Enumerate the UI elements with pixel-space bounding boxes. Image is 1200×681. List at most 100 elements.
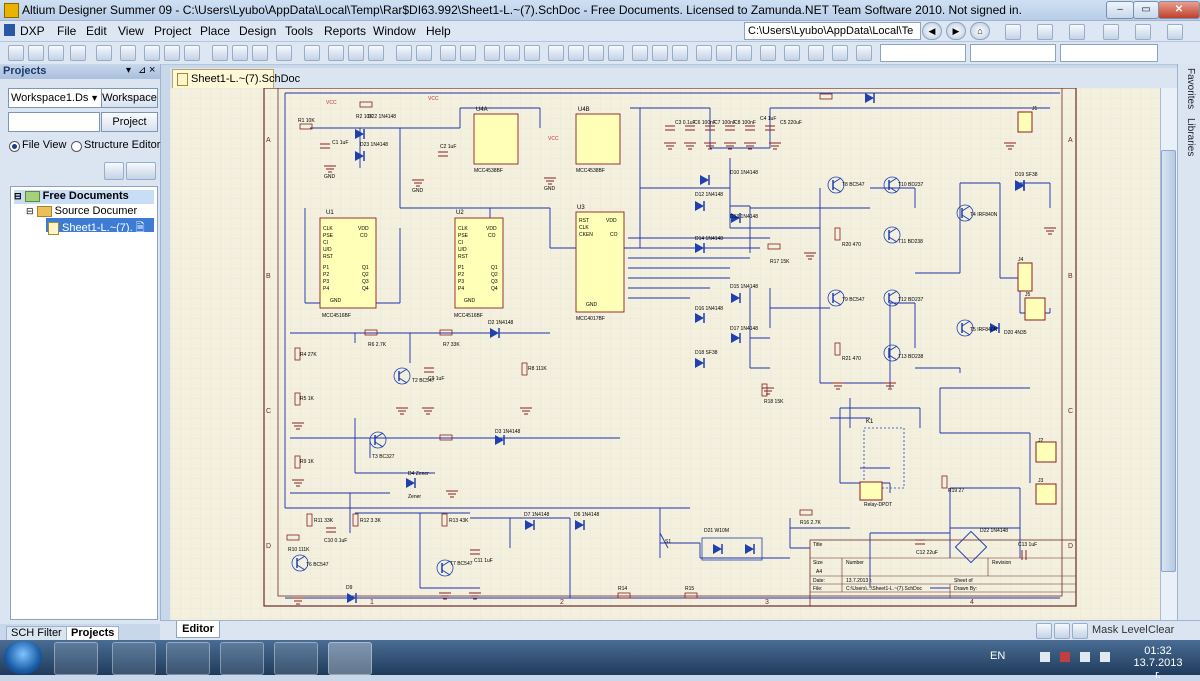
browse-icon[interactable] xyxy=(120,45,136,61)
save-icon[interactable] xyxy=(48,45,64,61)
move-icon[interactable] xyxy=(328,45,344,61)
workspace-combo[interactable]: Workspace1.Ds▼ xyxy=(8,88,102,108)
place-sheet-entry-icon[interactable] xyxy=(652,45,668,61)
clear-button[interactable]: Clear xyxy=(1148,624,1175,636)
place-net-label-icon[interactable] xyxy=(548,45,564,61)
panel-close-icon[interactable]: × xyxy=(149,64,156,76)
menu-help[interactable]: Help xyxy=(426,24,451,38)
hierarchy-icon[interactable] xyxy=(440,45,456,61)
selection-combo[interactable] xyxy=(970,44,1056,62)
place-vcc-icon[interactable] xyxy=(588,45,604,61)
menu-edit[interactable]: Edit xyxy=(86,24,107,38)
place-signal-icon[interactable] xyxy=(832,45,848,61)
ic-u3[interactable]: U3 MCC4017BF RST CLK CKEN CO VDD GND xyxy=(575,205,625,322)
close-button[interactable]: ✕ xyxy=(1158,1,1200,19)
explorer-icon[interactable] xyxy=(112,642,156,675)
tab-libraries[interactable]: Libraries xyxy=(1185,118,1196,157)
ic-u4b[interactable]: U4B MCC4538BF xyxy=(575,107,621,174)
utorrent-icon[interactable] xyxy=(220,642,264,675)
ic-u2[interactable]: U2 MCC4516BF CLK PSE CI U/D RST P1 P2 P3… xyxy=(454,210,504,319)
minimize-button[interactable]: – xyxy=(1106,1,1134,19)
redo-icon[interactable] xyxy=(416,45,432,61)
bus-tool-icon[interactable] xyxy=(1037,24,1053,40)
open-icon[interactable] xyxy=(28,45,44,61)
grid-tool-icon[interactable] xyxy=(1167,24,1183,40)
structure-editor-radio[interactable] xyxy=(71,141,82,152)
menu-reports[interactable]: Reports xyxy=(324,24,367,38)
file-view-radio[interactable] xyxy=(9,141,20,152)
ic-u4a[interactable]: U4A MCC4538BF xyxy=(473,107,519,174)
cross-probe-icon[interactable] xyxy=(460,45,476,61)
firefox-icon[interactable] xyxy=(166,642,210,675)
project-field[interactable] xyxy=(8,112,100,132)
mask-level-button[interactable]: Mask Level xyxy=(1092,624,1148,636)
place-connector-icon[interactable] xyxy=(808,45,824,61)
menu-view[interactable]: View xyxy=(118,24,144,38)
no-erc-cross-icon[interactable] xyxy=(856,45,872,61)
tab-projects[interactable]: Projects xyxy=(66,626,120,641)
place-no-erc-icon[interactable] xyxy=(696,45,712,61)
clear-filter-icon[interactable] xyxy=(368,45,384,61)
zoom-fit-icon[interactable] xyxy=(144,45,160,61)
place-part-icon[interactable] xyxy=(608,45,624,61)
panel-menu-icon[interactable]: ▾ xyxy=(126,65,132,76)
vertical-scroll-thumb[interactable] xyxy=(1161,150,1176,572)
tree-root[interactable]: ⊟ Free Documents xyxy=(14,190,129,202)
schematic-canvas[interactable]: A B C D A B C D 1 2 3 4 xyxy=(170,88,1160,620)
place-text-icon[interactable] xyxy=(716,45,732,61)
signal-icon[interactable] xyxy=(1080,652,1090,662)
refresh-icon[interactable] xyxy=(104,162,124,180)
ic-u1[interactable]: U1 MCC4516BF CLK PSE CI U/D RST P1 P2 P3… xyxy=(319,210,377,319)
place-wire-icon[interactable] xyxy=(484,45,500,61)
clock[interactable]: 01:32 13.7.2013 г. xyxy=(1130,645,1186,681)
language-indicator[interactable]: EN xyxy=(990,650,1006,662)
mask-icon[interactable] xyxy=(1072,623,1088,639)
skype-icon[interactable] xyxy=(274,642,318,675)
flag-icon[interactable] xyxy=(1040,652,1050,662)
tab-favorites[interactable]: Favorites xyxy=(1185,68,1196,110)
volume-icon[interactable] xyxy=(1100,652,1110,662)
schematic-drawing[interactable]: A B C D A B C D 1 2 3 4 xyxy=(170,88,1160,620)
view-combo[interactable] xyxy=(1060,44,1158,62)
new-icon[interactable] xyxy=(8,45,24,61)
paste-icon[interactable] xyxy=(252,45,268,61)
menu-project[interactable]: Project xyxy=(154,24,192,38)
tree-sheet-item[interactable]: Sheet1-L.~(7). 🗎 xyxy=(48,219,145,238)
port-tool-icon[interactable] xyxy=(1135,24,1151,40)
copy-icon[interactable] xyxy=(232,45,248,61)
project-button[interactable]: Project xyxy=(101,112,158,132)
tree-source-documents[interactable]: ⊟ Source Documer xyxy=(26,205,137,217)
menu-tools[interactable]: Tools xyxy=(285,24,314,38)
place-harness-icon[interactable] xyxy=(784,45,800,61)
undo-icon[interactable] xyxy=(396,45,412,61)
place-sheet-icon[interactable] xyxy=(632,45,648,61)
print-icon[interactable] xyxy=(70,45,86,61)
place-junction-icon[interactable] xyxy=(760,45,776,61)
place-gnd-icon[interactable] xyxy=(568,45,584,61)
menu-file[interactable]: File xyxy=(57,24,77,38)
back-icon[interactable]: ◀ xyxy=(922,22,942,40)
editor-tab[interactable]: Editor xyxy=(176,621,220,638)
filter-icon[interactable] xyxy=(1054,623,1070,639)
maximize-button[interactable]: ▭ xyxy=(1133,1,1159,19)
power-tool-icon[interactable] xyxy=(1103,24,1119,40)
print-preview-icon[interactable] xyxy=(96,45,112,61)
rubber-stamp-icon[interactable] xyxy=(276,45,292,61)
filter-combo[interactable] xyxy=(880,44,966,62)
panel-options-icon[interactable] xyxy=(126,162,156,180)
path-combo[interactable]: C:\Users\Lyubo\AppData\Local\Te xyxy=(744,22,921,40)
menu-place[interactable]: Place xyxy=(200,24,231,38)
media-player-icon[interactable] xyxy=(54,642,98,675)
place-port-icon[interactable] xyxy=(672,45,688,61)
place-bus-entry-icon[interactable] xyxy=(524,45,540,61)
menu-design[interactable]: Design xyxy=(239,24,277,38)
place-bus-icon[interactable] xyxy=(504,45,520,61)
wire-tool-icon[interactable] xyxy=(1005,24,1021,40)
start-button[interactable] xyxy=(4,641,42,674)
zoom-area-icon[interactable] xyxy=(164,45,180,61)
menu-dxp[interactable]: DXP xyxy=(20,24,45,38)
place-directive-icon[interactable] xyxy=(736,45,752,61)
workspace-button[interactable]: Workspace xyxy=(101,88,158,108)
cut-icon[interactable] xyxy=(212,45,228,61)
select-area-icon[interactable] xyxy=(304,45,320,61)
